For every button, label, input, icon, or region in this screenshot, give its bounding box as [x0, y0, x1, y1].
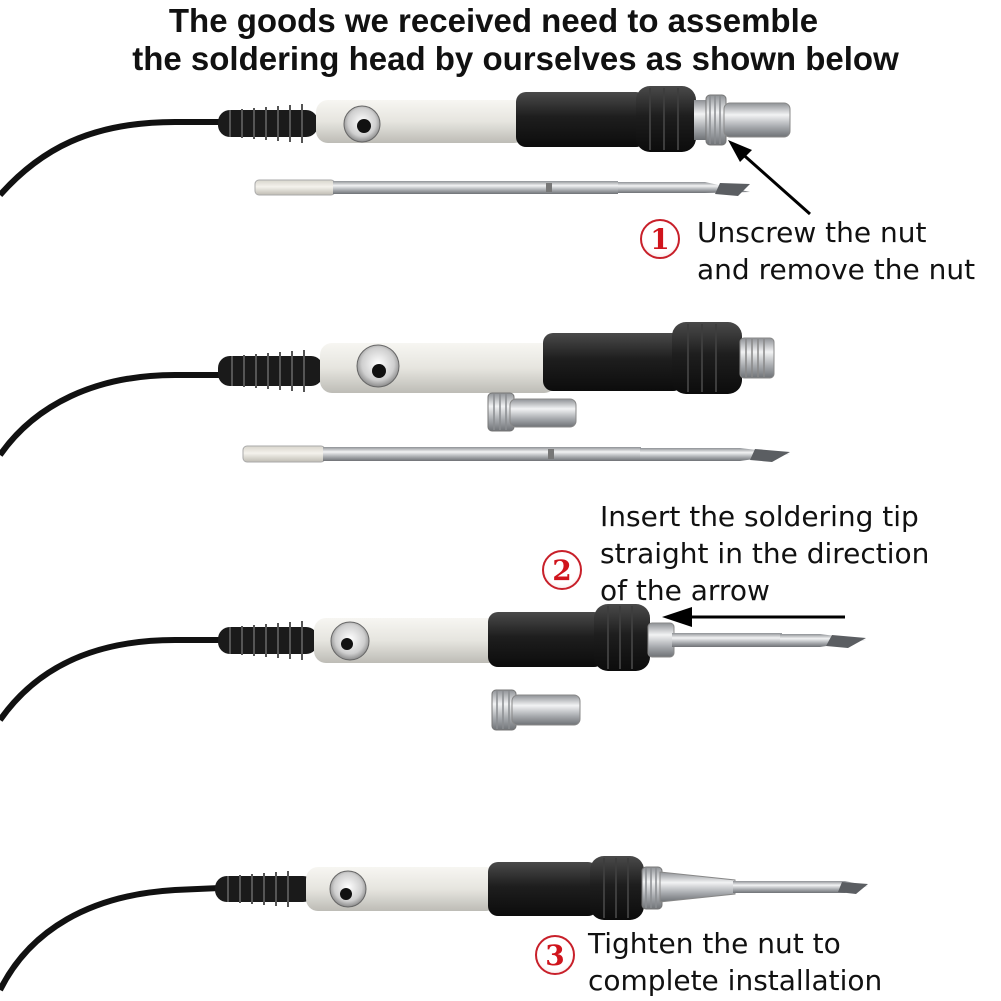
step-2-badge: 2	[542, 550, 582, 590]
step-2-number: 2	[552, 553, 572, 587]
iron-1	[0, 86, 791, 197]
nut-sleeve-1	[723, 102, 791, 138]
grip-2	[543, 333, 683, 391]
arrow-unscrew	[728, 140, 811, 216]
nut-3	[491, 689, 581, 731]
step-1-badge: 1	[640, 219, 680, 259]
cable-4	[0, 885, 221, 992]
nut-2	[487, 392, 577, 432]
knurled-nut-4	[641, 866, 663, 910]
iron-4	[0, 856, 868, 992]
cable-3	[0, 637, 220, 722]
step-3-line-1: Tighten the nut to	[588, 927, 841, 960]
nut-sleeve-4	[659, 871, 736, 903]
installed-tip-4	[733, 881, 828, 893]
grip-3	[488, 612, 604, 667]
soldering-tip-2	[242, 445, 790, 463]
step-3-line-2: complete installation	[588, 964, 883, 997]
dial-knob-3	[341, 638, 353, 650]
step-2-line-1: Insert the soldering tip	[600, 500, 919, 533]
title-line-1: The goods we received need to assemble	[168, 2, 819, 39]
soldering-tip-1	[254, 179, 750, 196]
knurled-nut-1	[705, 94, 727, 146]
dial-knob-1	[357, 119, 371, 133]
cable-2	[0, 372, 220, 457]
step-3-badge: 3	[535, 935, 575, 975]
strain-relief-2	[218, 356, 323, 386]
front-collar-3	[594, 604, 650, 671]
grip-4	[488, 862, 598, 916]
step-3-text: Tighten the nut to complete installation	[588, 925, 882, 999]
step-1-number: 1	[650, 222, 670, 256]
dial-knob-4	[340, 888, 352, 900]
grip-1	[516, 92, 646, 147]
iron-2	[0, 322, 775, 457]
step-2-line-2: straight in the direction	[600, 537, 930, 570]
inserted-tip-3	[672, 633, 782, 647]
dial-knob-2	[372, 364, 386, 378]
step-2-line-3: of the arrow	[600, 574, 770, 607]
iron-3	[0, 604, 866, 722]
front-collar-1	[636, 86, 696, 152]
handle-body-2	[320, 343, 556, 393]
front-collar-2	[672, 322, 742, 394]
thread-3	[647, 622, 675, 658]
instruction-title: The goods we received need to assemble t…	[0, 2, 1001, 78]
step-1-line-2: and remove the nut	[697, 253, 976, 286]
thread-2	[739, 337, 775, 379]
title-line-2: the soldering head by ourselves as shown…	[132, 40, 899, 77]
step-2-text: Insert the soldering tip straight in the…	[600, 498, 929, 609]
cable-1	[0, 119, 220, 197]
step-3-number: 3	[545, 938, 565, 972]
step-1-line-1: Unscrew the nut	[697, 216, 927, 249]
step-1-text: Unscrew the nut and remove the nut	[697, 214, 975, 288]
arrow-insert	[662, 607, 845, 627]
